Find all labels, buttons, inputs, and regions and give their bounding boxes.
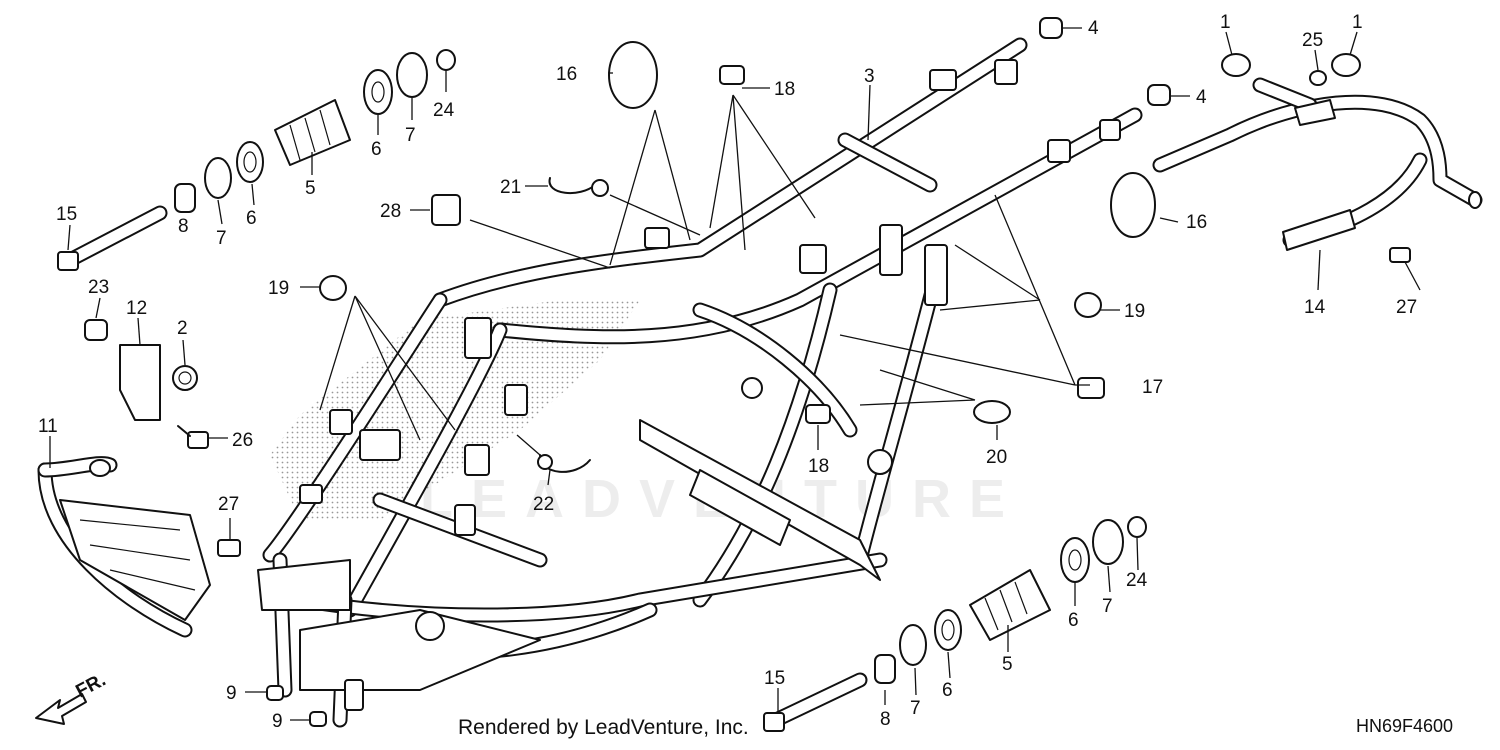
callout-16: 16 (1186, 212, 1207, 233)
rear-bar (1152, 77, 1483, 251)
callout-20: 20 (986, 447, 1007, 468)
callout-7: 7 (910, 698, 921, 719)
callout-5: 5 (305, 178, 316, 199)
callout-8: 8 (880, 709, 891, 730)
callout-16: 16 (556, 64, 577, 85)
callout-7: 7 (1102, 596, 1113, 617)
callout-14: 14 (1304, 297, 1326, 318)
callout-15: 15 (764, 668, 785, 689)
callout-24: 24 (1126, 570, 1148, 591)
callout-labels: 1 1 25 4 4 3 16 16 18 18 24 24 7 7 7 7 6… (38, 12, 1417, 732)
callout-18: 18 (808, 456, 829, 477)
callout-9: 9 (272, 711, 283, 732)
callout-25: 25 (1302, 30, 1323, 51)
callout-6: 6 (371, 139, 382, 160)
front-bumper (37, 456, 211, 638)
callout-7: 7 (405, 125, 416, 146)
main-frame (257, 37, 1143, 728)
callout-19: 19 (1124, 301, 1145, 322)
diagram-code: HN69F4600 (1356, 716, 1454, 736)
front-direction-arrow: FR. (35, 670, 109, 725)
leader-lines (49, 27, 1421, 721)
rendered-by-credit: Rendered by LeadVenture, Inc. (458, 716, 749, 739)
callout-4: 4 (1088, 18, 1099, 39)
callout-22: 22 (533, 494, 554, 515)
callout-17: 17 (1142, 377, 1163, 398)
callout-27: 27 (1396, 297, 1417, 318)
callout-6: 6 (1068, 610, 1079, 631)
callout-3: 3 (864, 66, 875, 87)
callout-19: 19 (268, 278, 289, 299)
callout-15: 15 (56, 204, 77, 225)
callout-24: 24 (433, 100, 455, 121)
callout-8: 8 (178, 216, 189, 237)
callout-9: 9 (226, 683, 237, 704)
callout-6: 6 (246, 208, 257, 229)
spindle-assembly-lower (874, 516, 1147, 684)
callout-18: 18 (774, 79, 795, 100)
callout-23: 23 (88, 277, 109, 298)
callout-28: 28 (380, 201, 401, 222)
callout-7: 7 (216, 228, 227, 249)
callout-6: 6 (942, 680, 953, 701)
callout-4: 4 (1196, 87, 1207, 108)
callout-26: 26 (232, 430, 253, 451)
callout-2: 2 (177, 318, 188, 339)
callout-5: 5 (1002, 654, 1013, 675)
hardware (57, 17, 1411, 732)
spindle-assembly-upper (174, 49, 456, 213)
callout-27: 27 (218, 494, 239, 515)
callout-21: 21 (500, 177, 521, 198)
callout-11: 11 (38, 416, 58, 437)
callout-1: 1 (1220, 12, 1231, 33)
callout-1: 1 (1352, 12, 1363, 33)
callout-12: 12 (126, 298, 147, 319)
